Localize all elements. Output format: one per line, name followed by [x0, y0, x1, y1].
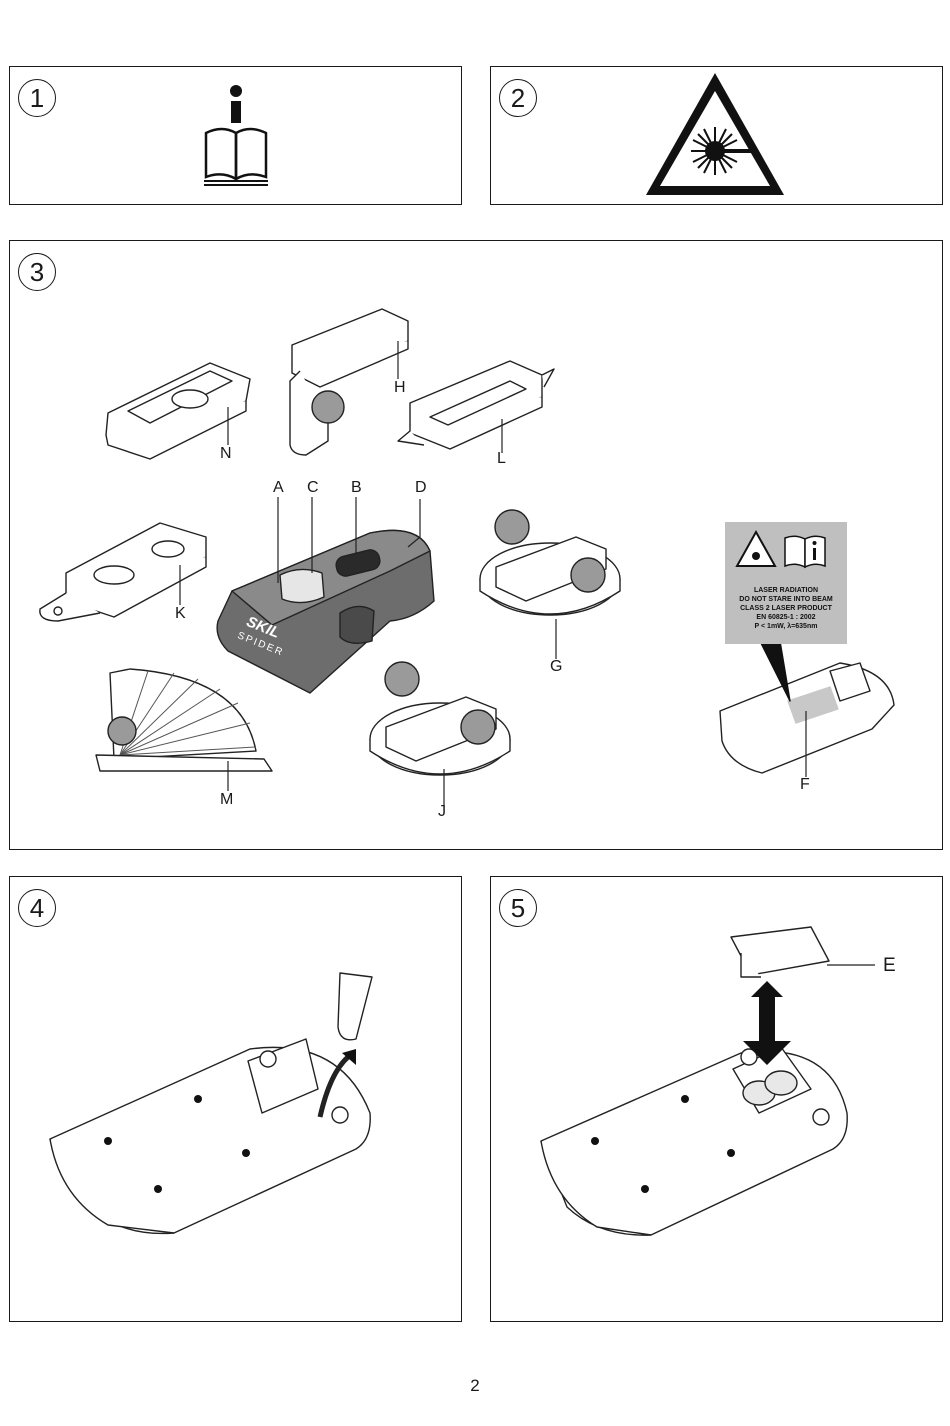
part-label-f: F	[800, 776, 810, 793]
part-label-l: L	[497, 450, 506, 467]
figure-4-number: 4	[18, 889, 56, 927]
figure-1-panel: 1	[9, 66, 462, 205]
part-label-d: D	[415, 479, 427, 496]
part-label-e: E	[883, 955, 896, 976]
holder-l-drawing	[397, 360, 555, 450]
part-label-k: K	[175, 605, 186, 622]
laser-label-line-3: CLASS 2 LASER PRODUCT	[740, 605, 832, 612]
device-underside-f-drawing	[719, 640, 895, 774]
suction-base-g-drawing	[479, 509, 621, 616]
figure-2-number: 2	[499, 79, 537, 117]
figure-5-panel: 5 E	[490, 876, 943, 1322]
battery-cover-removal-drawing	[49, 972, 373, 1235]
figure-3-panel: 3	[9, 240, 943, 850]
part-label-j: J	[438, 803, 446, 820]
laser-label-line-1: LASER RADIATION	[753, 587, 819, 594]
holder-k-drawing	[39, 522, 207, 622]
part-label-b: B	[351, 479, 362, 496]
holder-n-drawing	[105, 362, 251, 460]
suction-base-j-drawing	[369, 661, 511, 776]
protractor-m-drawing	[95, 668, 273, 772]
parts-overview-drawing	[39, 308, 895, 805]
page-number: 2	[470, 1376, 480, 1395]
laser-warning-label: LASER RADIATION DO NOT STARE INTO BEAM C…	[725, 522, 847, 644]
figure-5-number: 5	[499, 889, 537, 927]
laser-label-line-5: P < 1mW, λ=635nm	[754, 623, 818, 630]
figure-1-number: 1	[18, 79, 56, 117]
part-label-h: H	[394, 379, 406, 396]
laser-label-line-2: DO NOT STARE INTO BEAM	[739, 596, 833, 603]
battery-insertion-drawing	[540, 926, 875, 1236]
laser-device-drawing	[216, 529, 435, 694]
label-icons	[735, 529, 826, 569]
laser-label-line-4: EN 60825-1 : 2002	[756, 614, 816, 621]
part-label-c: C	[307, 479, 319, 496]
manual-info-icon	[204, 85, 268, 186]
part-label-n: N	[220, 445, 232, 462]
part-label-a: A	[273, 479, 284, 496]
figure-3-number: 3	[18, 253, 56, 291]
holder-h-drawing	[289, 308, 409, 456]
figure-4-panel: 4	[9, 876, 462, 1322]
part-label-m: M	[220, 791, 234, 808]
part-label-g: G	[550, 658, 563, 675]
laser-warning-icon	[646, 73, 784, 195]
figure-2-panel: 2	[490, 66, 943, 205]
